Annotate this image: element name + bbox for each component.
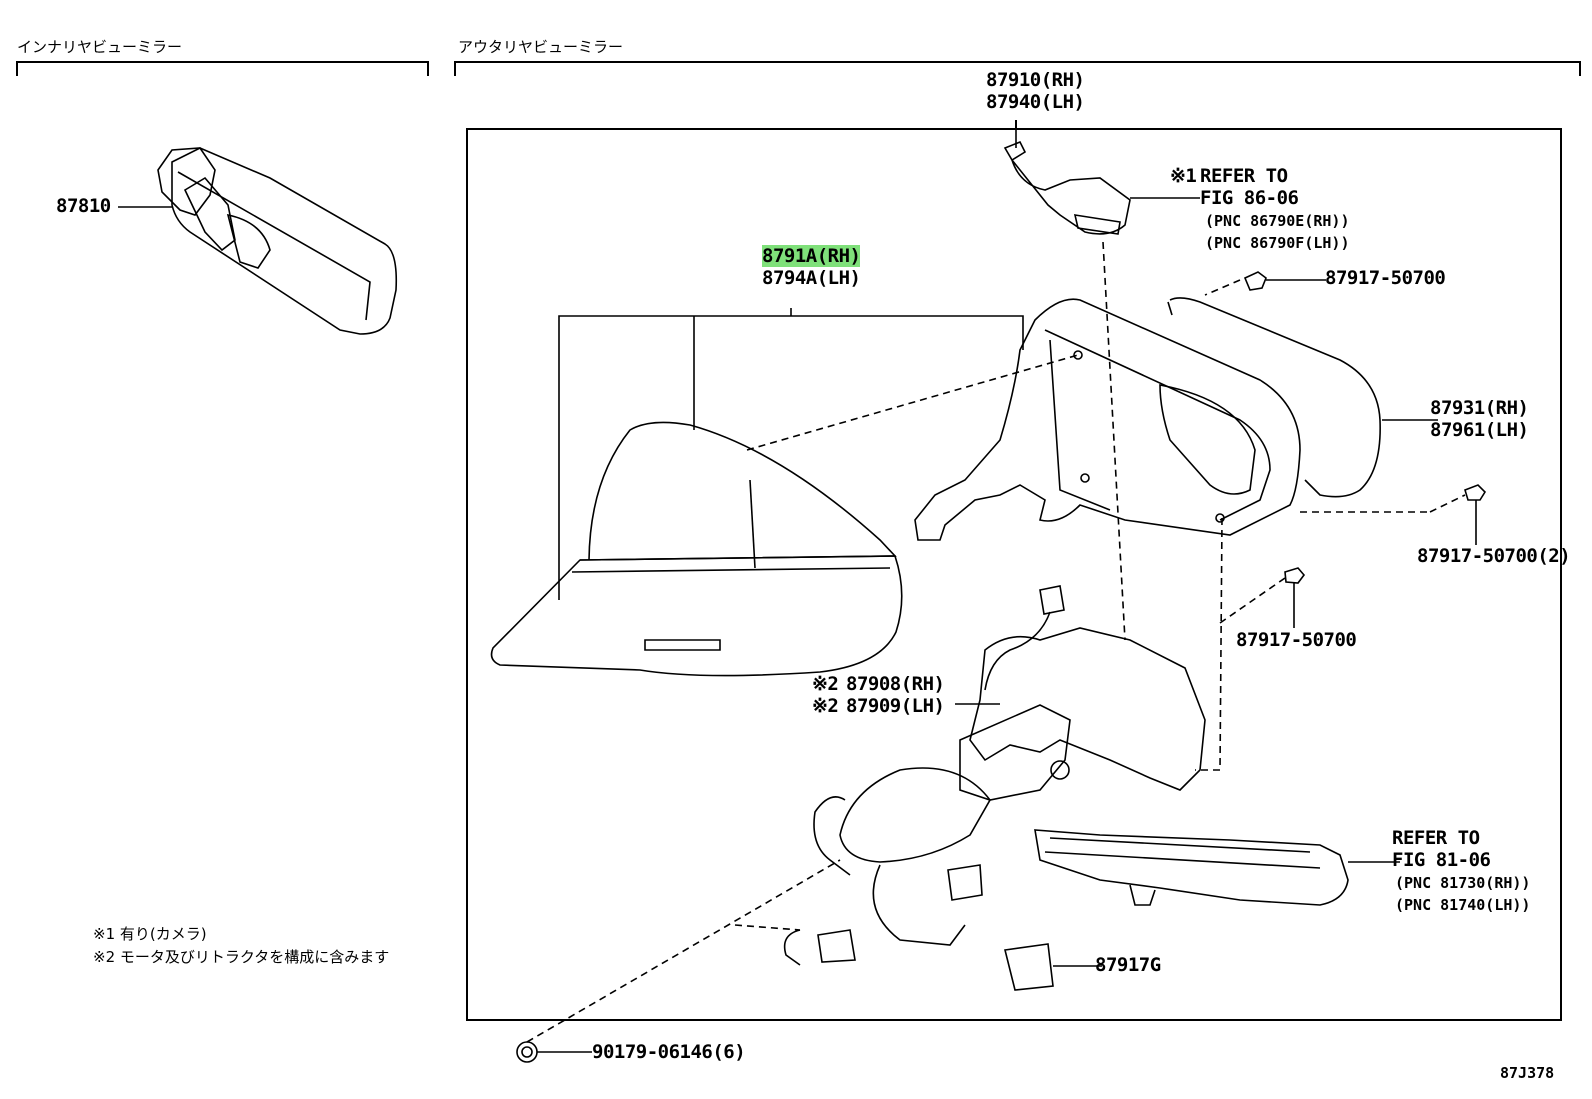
part-label-87908[interactable]: 87908(RH) xyxy=(846,673,945,695)
inner-section-bracket xyxy=(16,61,429,76)
assembly-frame xyxy=(466,128,1562,1021)
part-label-87917-50700-2[interactable]: 87917-50700(2) xyxy=(1417,545,1571,567)
part-label-8791A-highlighted[interactable]: 8791A(RH) xyxy=(762,245,861,267)
part-label-90179-06146[interactable]: 90179-06146(6) xyxy=(592,1041,746,1063)
part-label-87917-50700-top[interactable]: 87917-50700 xyxy=(1325,267,1446,289)
lamp-pnc-lh: (PNC 81740(LH)) xyxy=(1395,896,1531,914)
part-label-87961[interactable]: 87961(LH) xyxy=(1430,419,1529,441)
camera-pnc-rh: (PNC 86790E(RH)) xyxy=(1205,212,1350,230)
camera-drawing xyxy=(1003,129,1200,235)
lamp-fig-link[interactable]: FIG 81-06 xyxy=(1392,849,1491,871)
footnote-camera: ※1 有り(カメラ) xyxy=(93,925,207,943)
camera-fig-link[interactable]: FIG 86-06 xyxy=(1200,187,1299,209)
part-label-8794A[interactable]: 8794A(LH) xyxy=(762,267,861,289)
lamp-refer-to: REFER TO xyxy=(1392,827,1480,849)
part-label-87931[interactable]: 87931(RH) xyxy=(1430,397,1529,419)
part-label-87910[interactable]: 87910(RH) xyxy=(986,69,1085,91)
camera-refer-to: REFER TO xyxy=(1200,165,1288,187)
part-label-87917-50700-mid[interactable]: 87917-50700 xyxy=(1236,629,1357,651)
lamp-pnc-rh: (PNC 81730(RH)) xyxy=(1395,874,1531,892)
part-label-87810[interactable]: 87810 xyxy=(56,195,111,217)
motor-note-mark-2: ※2 xyxy=(812,695,839,717)
camera-pnc-lh: (PNC 86790F(LH)) xyxy=(1205,234,1350,252)
housing-drawing xyxy=(914,297,1438,541)
part-label-87917G[interactable]: 87917G xyxy=(1095,954,1161,976)
part-label-87909[interactable]: 87909(LH) xyxy=(846,695,945,717)
mirror-cover-drawing xyxy=(490,308,1024,677)
inner-mirror-section-title: インナリヤビューミラー xyxy=(17,38,183,56)
footnote-motor: ※2 モータ及びリトラクタを構成に含みます xyxy=(93,948,390,966)
dashed-leaders xyxy=(526,241,1466,1043)
motor-drawing xyxy=(783,585,1206,966)
clip-drawing xyxy=(1004,943,1102,991)
turn-signal-drawing xyxy=(1034,829,1400,906)
camera-note-mark: ※1 xyxy=(1170,165,1197,187)
part-label-87940[interactable]: 87940(LH) xyxy=(986,91,1085,113)
figure-code: 87J378 xyxy=(1500,1064,1555,1082)
motor-note-mark-1: ※2 xyxy=(812,673,839,695)
outer-mirror-section-title: アウタリヤビューミラー xyxy=(458,38,624,56)
outer-section-bracket xyxy=(454,61,1581,76)
inner-mirror-drawing xyxy=(118,147,398,335)
screw-drawing xyxy=(516,271,1487,1063)
